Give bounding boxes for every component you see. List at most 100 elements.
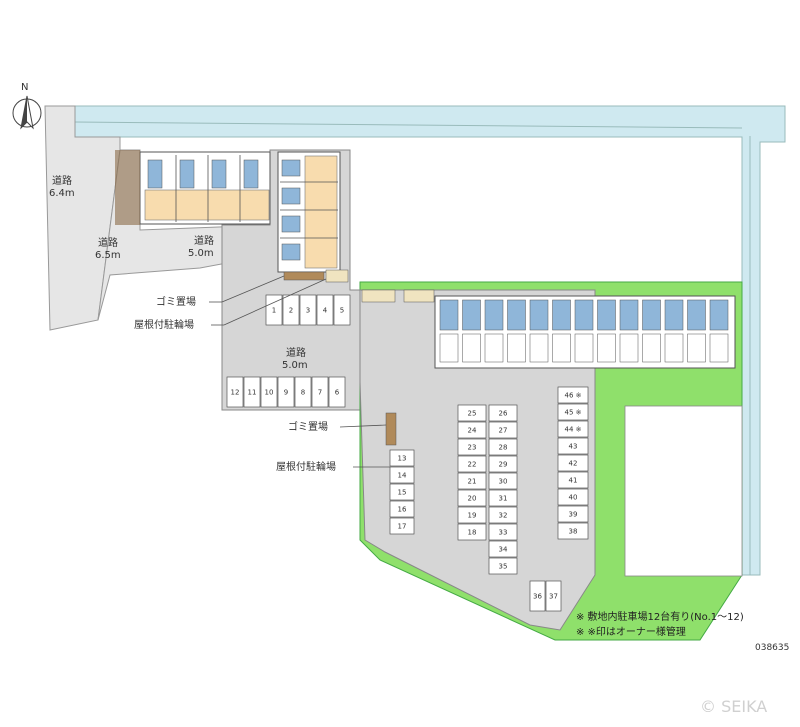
parking-slot: 18: [457, 523, 487, 541]
parking-slot-number: 26: [499, 410, 508, 418]
parking-slot-number: 11: [248, 389, 257, 397]
apartment-unit: [439, 299, 459, 363]
parking-slot: 23: [457, 438, 487, 456]
garbage-area-1: [283, 271, 325, 281]
parking-slot-number: 35: [499, 563, 508, 571]
parking-slot-number: 15: [398, 489, 407, 497]
label-bike-2: 屋根付駐輪場: [276, 460, 390, 473]
parking-slot: 11: [243, 376, 261, 408]
parking-slot-number: 1: [272, 307, 276, 315]
parking-slot-number: 27: [499, 427, 508, 435]
svg-text:※ 敷地内駐車場12台有り(No.1〜12): ※ 敷地内駐車場12台有り(No.1〜12): [576, 610, 744, 623]
parking-slot: 14: [389, 466, 415, 484]
svg-text:ゴミ置場: ゴミ置場: [156, 295, 196, 308]
parking-slot-number: 33: [499, 529, 508, 537]
parking-slot-number: 3: [306, 307, 310, 315]
parking-slot: 1: [265, 294, 283, 326]
parking-slot: 35: [488, 557, 518, 575]
parking-slot: 16: [389, 500, 415, 518]
apartment-unit: [507, 299, 526, 363]
parking-slot-number: 30: [499, 478, 508, 486]
parking-slot-number: 19: [468, 512, 477, 520]
parking-slot-number: 17: [398, 523, 407, 531]
apartment-unit: [462, 299, 481, 363]
lot-b-white: [624, 405, 743, 577]
parking-slot-number: 37: [549, 593, 558, 601]
parking-slot: 21: [457, 472, 487, 490]
compass: N: [12, 82, 42, 130]
parking-slot: 4: [316, 294, 334, 326]
parking-slot: 44 ※: [557, 420, 589, 438]
parking-slot: 20: [457, 489, 487, 507]
parking-slot-number: 31: [499, 495, 508, 503]
building-a2: [277, 151, 341, 273]
parking-slot-number: 28: [499, 444, 508, 452]
parking-slot-number: 5: [340, 307, 344, 315]
parking-slot-number: 34: [499, 546, 508, 554]
svg-text:ゴミ置場: ゴミ置場: [288, 420, 328, 433]
road-label-diagonal: 道路 6.5m: [95, 236, 121, 261]
parking-slot: 27: [488, 421, 518, 439]
parking-slot: 32: [488, 506, 518, 524]
building-a1: [115, 150, 271, 225]
apartment-unit: [574, 299, 594, 363]
apartment-unit: [597, 299, 616, 363]
parking-slot: 28: [488, 438, 518, 456]
svg-text:5.0m: 5.0m: [282, 360, 308, 371]
svg-text:道路: 道路: [286, 346, 306, 359]
label-garbage-2: ゴミ置場: [288, 420, 387, 433]
parking-slot: 46 ※: [557, 386, 589, 404]
parking-slot-number: 46 ※: [565, 392, 582, 400]
parking-slot: 8: [294, 376, 312, 408]
bike-shelter-1: [325, 269, 349, 283]
parking-slot: 29: [488, 455, 518, 473]
svg-text:6.5m: 6.5m: [95, 250, 121, 261]
parking-slot: 33: [488, 523, 518, 541]
apartment-unit: [619, 299, 639, 363]
svg-text:屋根付駐輪場: 屋根付駐輪場: [276, 460, 336, 473]
compass-letter: N: [21, 82, 28, 93]
svg-text:道路: 道路: [52, 174, 72, 187]
bike-shelter-2: [361, 289, 396, 303]
parking-slot: 24: [457, 421, 487, 439]
parking-slot-number: 43: [569, 443, 578, 451]
parking-slot: 5: [333, 294, 351, 326]
parking-slot: 6: [328, 376, 346, 408]
parking-slot-number: 40: [569, 494, 578, 502]
notes: ※ 敷地内駐車場12台有り(No.1〜12) ※ ※印はオーナー様管理: [576, 610, 744, 638]
parking-slot-number: 38: [569, 528, 578, 536]
parking-slot-number: 45 ※: [565, 409, 582, 417]
parking-slot-number: 20: [468, 495, 477, 503]
parking-slot: 45 ※: [557, 403, 589, 421]
svg-text:道路: 道路: [98, 236, 118, 249]
parking-slot: 26: [488, 404, 518, 422]
parking-slot: 38: [557, 522, 589, 540]
parking-slot: 25: [457, 404, 487, 422]
parking-slot: 9: [277, 376, 295, 408]
parking-slot-number: 39: [569, 511, 578, 519]
parking-slot: 41: [557, 471, 589, 489]
svg-text:道路: 道路: [194, 234, 214, 247]
parking-slot-number: 18: [468, 529, 477, 537]
parking-slot: 39: [557, 505, 589, 523]
canal: [74, 105, 786, 576]
parking-slot: 42: [557, 454, 589, 472]
parking-slot-number: 42: [569, 460, 578, 468]
parking-slot-number: 12: [231, 389, 240, 397]
parking-slot-number: 14: [398, 472, 407, 480]
parking-slot-number: 21: [468, 478, 477, 486]
parking-slot-number: 32: [499, 512, 508, 520]
parking-slot-number: 6: [335, 389, 340, 397]
parking-slot: 43: [557, 437, 589, 455]
parking-slot: 17: [389, 517, 415, 535]
svg-text:6.4m: 6.4m: [49, 188, 75, 199]
apartment-unit: [552, 299, 571, 363]
parking-slot-number: 23: [468, 444, 477, 452]
parking-slot-number: 29: [499, 461, 508, 469]
parking-slot: 19: [457, 506, 487, 524]
parking-slot: 37: [545, 580, 562, 612]
label-bike-1: 屋根付駐輪場: [134, 278, 327, 331]
svg-text:屋根付駐輪場: 屋根付駐輪場: [134, 318, 194, 331]
parking-slot: 40: [557, 488, 589, 506]
parking-slot: 13: [389, 449, 415, 467]
